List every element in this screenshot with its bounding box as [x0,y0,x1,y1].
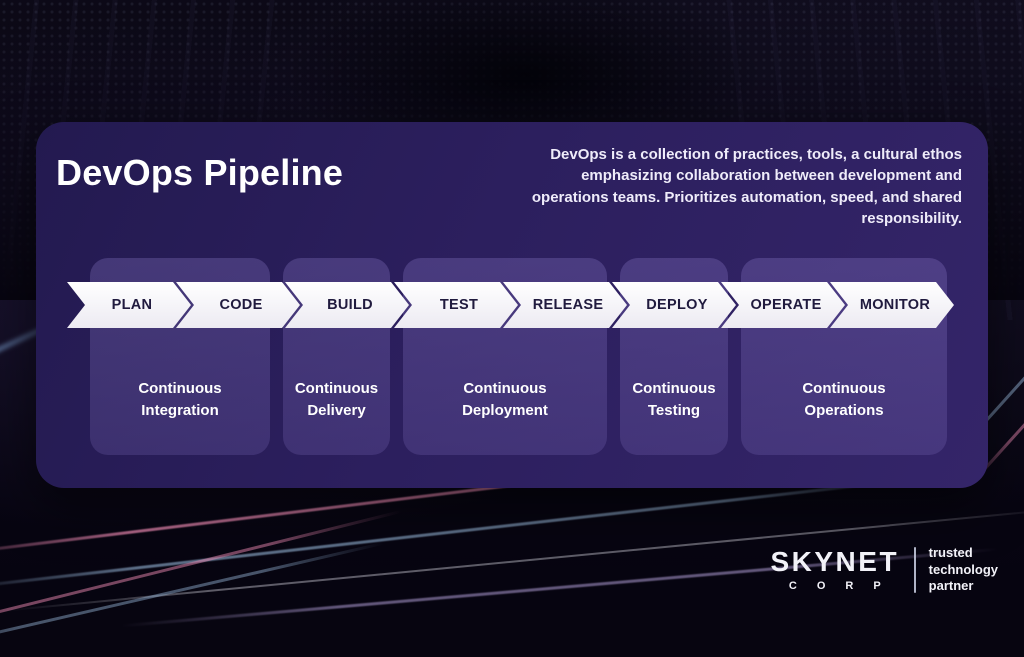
tagline-line: trusted [928,545,973,561]
brand-subname: CORP [788,579,901,592]
brand-name: SKYNET [770,545,900,577]
stage-label: MONITOR [859,297,931,313]
brand-wordmark: SKYNET CORP [769,545,901,592]
pipeline-stage-build: BUILD [285,282,409,328]
tagline-line: technology [928,561,998,577]
devops-pipeline-card: DevOps Pipeline DevOps is a collection o… [36,122,988,488]
group-label: Continuous Integration [138,380,222,419]
group-label: Continuous Testing [632,380,716,419]
logo-divider [913,546,916,593]
group-label: Continuous Deployment [462,380,548,419]
stage-label: RELEASE [532,297,604,313]
pipeline-stage-code: CODE [176,282,300,328]
pipeline-stage-row: PLAN CODE BUILD TEST RELEASE DEPLOY OPER… [67,282,954,328]
pipeline-stage-test: TEST [394,282,518,328]
group-label: Continuous Operations [802,380,886,419]
stage-label: CODE [219,297,263,313]
stage-label: BUILD [327,297,373,313]
stage-label: PLAN [111,297,153,313]
pipeline-stage-plan: PLAN [67,282,191,328]
brand-logo: SKYNET CORP trusted technology partner [769,545,998,594]
page-title: DevOps Pipeline [56,152,344,193]
stage-label: OPERATE [750,297,822,313]
pipeline-stage-operate: OPERATE [721,282,845,328]
pipeline-description: DevOps is a collection of practices, too… [531,146,962,227]
brand-tagline: trusted technology partner [929,545,998,594]
pipeline-stage-monitor: MONITOR [830,282,954,328]
stage-label: TEST [439,297,479,313]
stage-label: DEPLOY [646,297,708,313]
group-label: Continuous Delivery [294,380,379,419]
tagline-line: partner [928,577,974,593]
pipeline-stage-deploy: DEPLOY [612,282,736,328]
pipeline-stage-release: RELEASE [503,282,627,328]
